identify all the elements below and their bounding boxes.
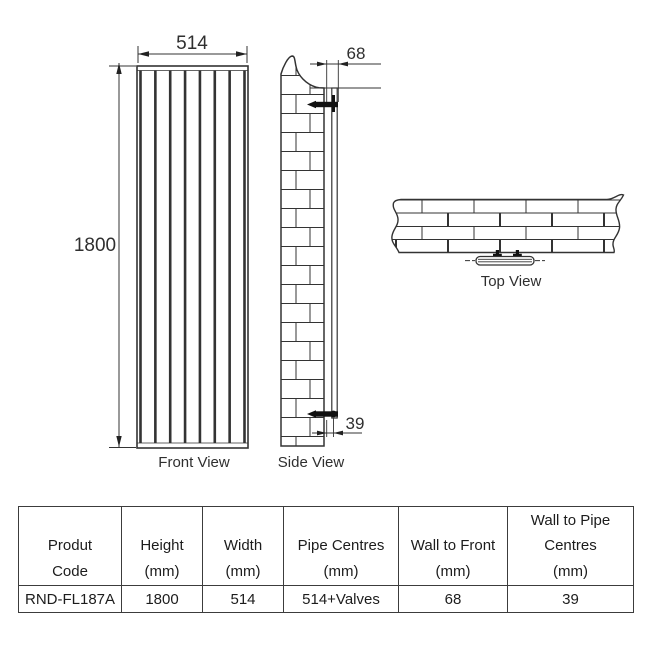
side-wall-bricks bbox=[280, 55, 325, 447]
col-header-pipe-centres: Pipe Centres (mm) bbox=[283, 506, 399, 586]
front-view-caption: Front View bbox=[158, 454, 230, 471]
wall-to-pipe-centres-cell: 39 bbox=[507, 585, 634, 613]
top-view-drawing: Top View bbox=[391, 193, 625, 290]
front-height-value: 1800 bbox=[74, 235, 116, 256]
side-view-caption: Side View bbox=[278, 454, 345, 471]
height-cell: 1800 bbox=[121, 585, 203, 613]
side-radiator-profile bbox=[331, 87, 338, 419]
wall-to-front-value: 68 bbox=[347, 44, 366, 63]
top-radiator-profile bbox=[475, 255, 535, 266]
bottom-wall-bracket bbox=[307, 410, 338, 418]
wall-to-pipe-value: 39 bbox=[346, 414, 365, 433]
front-height-dimension: 1800 bbox=[74, 63, 136, 448]
col-header-width: Width (mm) bbox=[202, 506, 284, 586]
side-view-drawing: 68 39 Side View bbox=[278, 44, 381, 471]
product-code-cell: RND-FL187A bbox=[18, 585, 122, 613]
col-header-wall-to-pipe-centres: Wall to Pipe Centres (mm) bbox=[507, 506, 634, 586]
front-radiator-body bbox=[136, 65, 249, 449]
wall-to-pipe-dimension: 39 bbox=[312, 414, 364, 437]
wall-to-front-cell: 68 bbox=[398, 585, 508, 613]
top-view-caption: Top View bbox=[481, 273, 542, 290]
wall-to-front-dimension: 68 bbox=[310, 44, 381, 102]
top-view-bracket-pins bbox=[493, 250, 522, 257]
width-cell: 514 bbox=[202, 585, 284, 613]
col-header-wall-to-front: Wall to Front (mm) bbox=[398, 506, 508, 586]
col-header-product-code: Produt Code bbox=[18, 506, 122, 586]
col-header-height: Height (mm) bbox=[121, 506, 203, 586]
top-wall-bracket bbox=[307, 95, 338, 112]
top-wall-bricks bbox=[391, 193, 625, 254]
front-radiator-panels bbox=[139, 70, 246, 443]
spec-table-header-row: Produt Code Height (mm) Width (mm) Pipe … bbox=[18, 506, 634, 586]
spec-table: Produt Code Height (mm) Width (mm) Pipe … bbox=[18, 506, 634, 613]
front-view-drawing: 514 1800 Front View bbox=[74, 33, 249, 471]
front-width-dimension: 514 bbox=[137, 33, 248, 63]
front-width-value: 514 bbox=[176, 33, 208, 54]
pipe-centres-cell: 514+Valves bbox=[283, 585, 399, 613]
spec-table-data-row: RND-FL187A 1800 514 514+Valves 68 39 bbox=[18, 585, 634, 613]
